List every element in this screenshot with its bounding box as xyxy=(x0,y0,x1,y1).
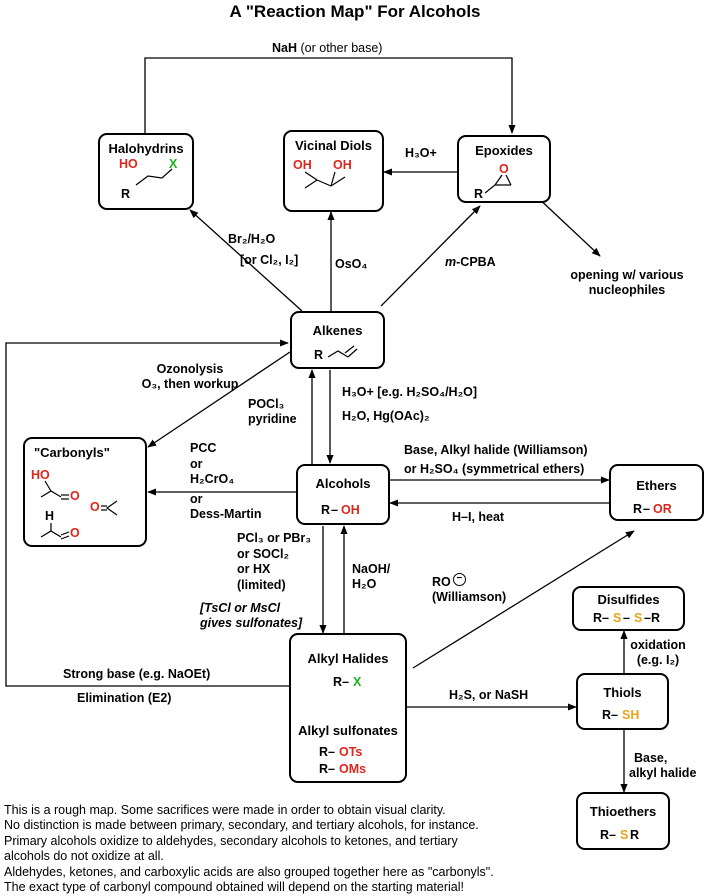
sulfonates-title: Alkyl sulfonates xyxy=(298,723,398,738)
node-title: Ethers xyxy=(636,478,677,493)
sulfur-label: S xyxy=(613,611,622,625)
node-alcohols: Alcohols R – OH xyxy=(296,464,390,525)
arrow-ozonolysis xyxy=(147,351,291,448)
reagent-williamson: Base, Alkyl halide (Williamson) xyxy=(404,443,588,457)
reagent-cl2: [or Cl₂, I₂] xyxy=(240,253,299,267)
node-thiols: Thiols R– SH xyxy=(576,673,669,730)
reagent-thiol-oxidation: oxidation (e.g. I₂) xyxy=(630,638,686,667)
reagent-halide-formation: PCl₃ or PBr₃ or SOCl₂ or HX (limited) xyxy=(237,531,312,592)
reagent-sulfonates: [TsCl or MsCl gives sulfonates] xyxy=(200,601,303,630)
ether-group-label: OR xyxy=(653,502,672,516)
node-disulfides: Disulfides R– S – S –R xyxy=(572,586,685,631)
node-title: "Carbonyls" xyxy=(34,445,110,460)
tosylate-label: OTs xyxy=(339,745,363,759)
epoxide-structure-icon xyxy=(484,174,512,194)
reagent-hydration: H₃O+ [e.g. H₂SO₄/H₂O] H₂O, Hg(OAc)₂ xyxy=(342,385,478,423)
node-title: Thiols xyxy=(603,685,642,700)
thiol-group-label: SH xyxy=(622,708,640,722)
reagent-thioether: Base, alkyl halide xyxy=(629,751,697,780)
arrow-epoxide-opening xyxy=(534,194,601,257)
node-title: Epoxides xyxy=(475,143,533,158)
reagent-h2s: H₂S, or NaSH xyxy=(449,688,529,702)
node-title: Alkenes xyxy=(312,323,363,338)
reagent-oso4: OsO₄ xyxy=(335,257,368,271)
node-thioethers: Thioethers R– S R xyxy=(576,792,670,850)
sulfur-label: S xyxy=(620,828,629,842)
arrow-to-epoxides xyxy=(380,205,481,307)
node-alkyl-halides: Alkyl Halides R– X Alkyl sulfonates R– O… xyxy=(289,633,407,783)
reagent-pocl3: POCl₃ pyridine xyxy=(248,397,297,426)
r-group-label: R xyxy=(474,187,484,201)
reagent-naoh: NaOH/ H₂O xyxy=(352,562,391,591)
node-vicinal-diols: Vicinal Diols OH OH xyxy=(283,130,384,212)
r-group-label: –R xyxy=(644,611,660,625)
arrow-williamson xyxy=(412,530,635,669)
reagent-epoxide-opening: opening w/ various nucleophiles xyxy=(570,268,684,297)
reagent-alkoxide: RO− (Williamson) xyxy=(432,573,507,604)
hydrogen-label: H xyxy=(45,509,55,523)
sulfur-label: S xyxy=(634,611,643,625)
r-group-label: R xyxy=(121,187,131,201)
bond-dash: – xyxy=(643,502,650,516)
reagent-hi: H–I, heat xyxy=(452,510,505,524)
halogen-label: X xyxy=(353,675,362,689)
hydroxyl-label: OH xyxy=(333,158,352,172)
arrow-nah xyxy=(144,57,516,134)
r-group-label: R xyxy=(314,348,324,362)
reagent-elimination: Elimination (E2) xyxy=(77,691,172,705)
r-group-label: R– xyxy=(319,745,335,759)
arrow-elimination xyxy=(5,339,289,687)
reagent-oxidation: PCC or H₂CrO₄ or Dess-Martin xyxy=(190,441,262,521)
r-group-label: R– xyxy=(319,762,335,776)
r-group-label: R– xyxy=(333,675,349,689)
hydroxyl-label: HO xyxy=(119,157,138,171)
reagent-h3o-epoxide: H₃O+ xyxy=(405,146,437,160)
node-title: Alkyl Halides xyxy=(307,651,389,666)
oxygen-label: O xyxy=(90,500,100,514)
node-title: Halohydrins xyxy=(108,141,184,156)
oxygen-label: O xyxy=(70,526,80,540)
diol-structure-icon xyxy=(304,171,346,189)
node-ethers: Ethers R – OR xyxy=(609,464,704,521)
reagent-nah: NaH (or other base) xyxy=(272,41,383,55)
carbonyl-structures-icon xyxy=(40,480,118,540)
r-group-label: R xyxy=(633,502,643,516)
reagent-strong-base: Strong base (e.g. NaOEt) xyxy=(63,667,211,681)
hydroxyl-label: OH xyxy=(341,503,360,517)
reagent-acid-ether: or H₂SO₄ (symmetrical ethers) xyxy=(404,462,585,476)
page-title: A "Reaction Map" For Alcohols xyxy=(229,2,481,21)
node-alkenes: Alkenes R xyxy=(290,311,385,369)
r-group-label: R– xyxy=(600,828,616,842)
hydroxyl-label: OH xyxy=(293,158,312,172)
r-group-label: R– xyxy=(602,708,618,722)
negative-charge-icon: − xyxy=(452,573,466,586)
r-group-label: R xyxy=(321,503,331,517)
node-halohydrins: Halohydrins HO X R xyxy=(98,133,194,210)
node-epoxides: Epoxides O R xyxy=(457,135,551,203)
halogen-label: X xyxy=(169,157,178,171)
halohydrin-structure-icon xyxy=(135,168,173,186)
mesylate-label: OMs xyxy=(339,762,367,776)
r-group-label: R– xyxy=(593,611,609,625)
oxygen-label: O xyxy=(70,489,80,503)
node-title: Disulfides xyxy=(597,592,660,607)
arrow-to-halohydrins xyxy=(189,209,303,312)
reagent-br2: Br₂/H₂O xyxy=(228,232,276,246)
node-title: Alcohols xyxy=(315,476,371,491)
reagent-ozonolysis: Ozonolysis O₃, then workup xyxy=(141,362,239,391)
bond-dash: – xyxy=(623,611,630,625)
node-title: Vicinal Diols xyxy=(294,138,373,153)
r-group-label: R xyxy=(630,828,640,842)
bond-dash: – xyxy=(331,503,338,517)
alkene-structure-icon xyxy=(327,345,358,358)
node-carbonyls: "Carbonyls" HO O O H O xyxy=(23,437,147,547)
reagent-mcpba: m-CPBA xyxy=(445,255,496,269)
footnote: This is a rough map. Some sacrifices wer… xyxy=(4,803,494,895)
oxygen-label: O xyxy=(499,162,509,176)
hydroxyl-label: HO xyxy=(31,468,50,482)
node-title: Thioethers xyxy=(589,804,657,819)
